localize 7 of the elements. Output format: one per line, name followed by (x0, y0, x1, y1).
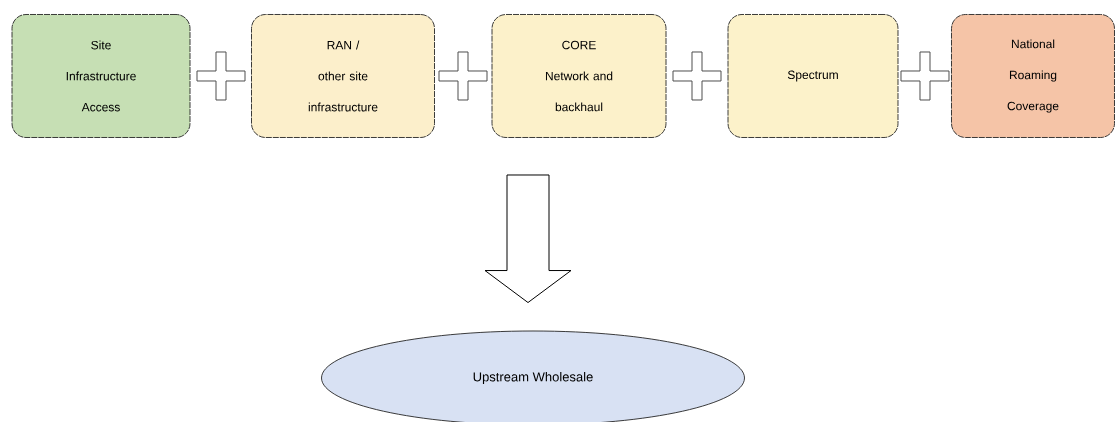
process-box: Site Infrastructure Access (11, 14, 191, 138)
ellipse-node: Upstream Wholesale (321, 330, 745, 422)
process-box: RAN / other site infrastructure (251, 14, 435, 138)
process-box: CORE Network and backhaul (491, 14, 667, 138)
block-arrow (484, 174, 572, 304)
process-box: National Roaming Coverage (951, 14, 1115, 138)
process-box: Spectrum (727, 14, 899, 138)
